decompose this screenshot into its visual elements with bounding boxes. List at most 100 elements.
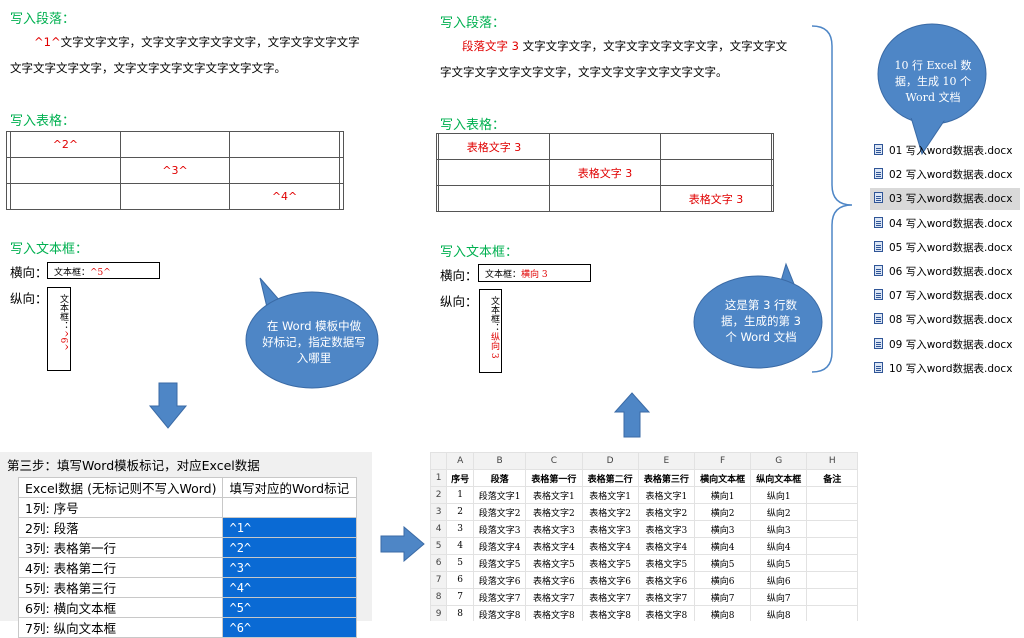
column-header[interactable]: H: [806, 452, 858, 470]
sheet-cell[interactable]: 段落文字8: [472, 605, 527, 621]
sheet-header-cell[interactable]: 横向文本框: [693, 469, 752, 487]
sheet-cell[interactable]: 4: [446, 537, 474, 555]
sheet-cell[interactable]: 横向6: [693, 571, 752, 589]
row-number[interactable]: 8: [430, 588, 448, 606]
sheet-cell[interactable]: 表格文字7: [637, 588, 695, 606]
row-number[interactable]: 2: [430, 486, 448, 504]
sheet-cell[interactable]: 表格文字5: [637, 554, 695, 572]
column-header[interactable]: D: [581, 452, 639, 470]
sheet-cell[interactable]: [806, 605, 858, 621]
sheet-cell[interactable]: [806, 486, 858, 504]
column-header[interactable]: C: [525, 452, 583, 470]
excel-column-cell[interactable]: 2列: 段落: [17, 517, 224, 538]
file-item[interactable]: 03 写入word数据表.docx: [870, 188, 1020, 211]
sheet-cell[interactable]: 表格文字1: [581, 486, 639, 504]
sheet-cell[interactable]: 纵向8: [750, 605, 808, 621]
sheet-cell[interactable]: 表格文字5: [581, 554, 639, 572]
sheet-cell[interactable]: 纵向5: [750, 554, 808, 572]
sheet-cell[interactable]: 段落文字2: [472, 503, 527, 521]
sheet-cell[interactable]: 段落文字6: [472, 571, 527, 589]
row-number[interactable]: 9: [430, 605, 448, 621]
sheet-cell[interactable]: 段落文字1: [472, 486, 527, 504]
sheet-cell[interactable]: 表格文字3: [525, 520, 583, 538]
sheet-cell[interactable]: 段落文字4: [472, 537, 527, 555]
sheet-cell[interactable]: 5: [446, 554, 474, 572]
sheet-cell[interactable]: 段落文字3: [472, 520, 527, 538]
sheet-cell[interactable]: 表格文字5: [525, 554, 583, 572]
sheet-cell[interactable]: 3: [446, 520, 474, 538]
row-number[interactable]: 3: [430, 503, 448, 521]
sheet-cell[interactable]: 横向3: [693, 520, 752, 538]
sheet-cell[interactable]: 横向8: [693, 605, 752, 621]
file-item[interactable]: 07 写入word数据表.docx: [870, 285, 1020, 307]
excel-column-cell[interactable]: 3列: 表格第一行: [17, 537, 224, 558]
sheet-cell[interactable]: [806, 588, 858, 606]
sheet-cell[interactable]: 表格文字2: [637, 503, 695, 521]
word-mark-cell[interactable]: ^5^: [222, 597, 358, 618]
sheet-cell[interactable]: 纵向1: [750, 486, 808, 504]
word-mark-cell[interactable]: ^1^: [222, 517, 358, 538]
sheet-header-cell[interactable]: 备注: [806, 469, 858, 487]
file-item[interactable]: 02 写入word数据表.docx: [870, 164, 1020, 186]
file-item[interactable]: 04 写入word数据表.docx: [870, 213, 1020, 235]
sheet-cell[interactable]: 7: [446, 588, 474, 606]
excel-column-cell[interactable]: 1列: 序号: [17, 497, 224, 518]
sheet-cell[interactable]: 表格文字7: [525, 588, 583, 606]
sheet-cell[interactable]: 段落文字7: [472, 588, 527, 606]
sheet-cell[interactable]: 表格文字2: [525, 503, 583, 521]
row-number[interactable]: 4: [430, 520, 448, 538]
sheet-cell[interactable]: 横向1: [693, 486, 752, 504]
sheet-cell[interactable]: 横向2: [693, 503, 752, 521]
sheet-cell[interactable]: 表格文字2: [581, 503, 639, 521]
sheet-cell[interactable]: 表格文字7: [581, 588, 639, 606]
sheet-cell[interactable]: 表格文字4: [525, 537, 583, 555]
sheet-cell[interactable]: 纵向3: [750, 520, 808, 538]
sheet-header-cell[interactable]: 序号: [446, 469, 474, 487]
sheet-cell[interactable]: 纵向7: [750, 588, 808, 606]
sheet-cell[interactable]: 横向5: [693, 554, 752, 572]
sheet-cell[interactable]: [806, 520, 858, 538]
sheet-cell[interactable]: 表格文字3: [637, 520, 695, 538]
file-item[interactable]: 09 写入word数据表.docx: [870, 334, 1020, 356]
word-mark-cell[interactable]: ^2^: [222, 537, 358, 558]
file-item[interactable]: 08 写入word数据表.docx: [870, 309, 1020, 331]
sheet-header-cell[interactable]: 表格第一行: [525, 469, 583, 487]
sheet-cell[interactable]: 8: [446, 605, 474, 621]
column-header[interactable]: B: [472, 452, 527, 470]
sheet-header-cell[interactable]: 纵向文本框: [750, 469, 808, 487]
sheet-cell[interactable]: 段落文字5: [472, 554, 527, 572]
sheet-cell[interactable]: 表格文字8: [581, 605, 639, 621]
file-item[interactable]: 01 写入word数据表.docx: [870, 140, 1020, 162]
sheet-cell[interactable]: 表格文字3: [581, 520, 639, 538]
file-item[interactable]: 10 写入word数据表.docx: [870, 358, 1020, 380]
sheet-cell[interactable]: 表格文字4: [581, 537, 639, 555]
column-header[interactable]: F: [693, 452, 752, 470]
sheet-cell[interactable]: 表格文字8: [525, 605, 583, 621]
sheet-cell[interactable]: 纵向4: [750, 537, 808, 555]
column-header[interactable]: E: [637, 452, 695, 470]
row-number[interactable]: 5: [430, 537, 448, 555]
corner-cell[interactable]: [430, 452, 448, 470]
sheet-cell[interactable]: [806, 503, 858, 521]
sheet-cell[interactable]: 1: [446, 486, 474, 504]
file-item[interactable]: 06 写入word数据表.docx: [870, 261, 1020, 283]
sheet-cell[interactable]: 纵向6: [750, 571, 808, 589]
excel-column-cell[interactable]: 6列: 横向文本框: [17, 597, 224, 618]
excel-column-cell[interactable]: 4列: 表格第二行: [17, 557, 224, 578]
word-mark-cell[interactable]: ^3^: [222, 557, 358, 578]
sheet-cell[interactable]: 2: [446, 503, 474, 521]
column-header[interactable]: A: [446, 452, 474, 470]
sheet-cell[interactable]: 表格文字1: [637, 486, 695, 504]
sheet-cell[interactable]: 表格文字6: [637, 571, 695, 589]
sheet-header-cell[interactable]: 段落: [472, 469, 527, 487]
row-number[interactable]: 7: [430, 571, 448, 589]
sheet-cell[interactable]: 表格文字8: [637, 605, 695, 621]
sheet-cell[interactable]: [806, 571, 858, 589]
sheet-cell[interactable]: 横向4: [693, 537, 752, 555]
sheet-header-cell[interactable]: 表格第三行: [637, 469, 695, 487]
sheet-cell[interactable]: [806, 537, 858, 555]
sheet-cell[interactable]: 表格文字4: [637, 537, 695, 555]
column-header[interactable]: G: [750, 452, 808, 470]
word-mark-cell[interactable]: ^4^: [222, 577, 358, 598]
sheet-cell[interactable]: 表格文字6: [581, 571, 639, 589]
